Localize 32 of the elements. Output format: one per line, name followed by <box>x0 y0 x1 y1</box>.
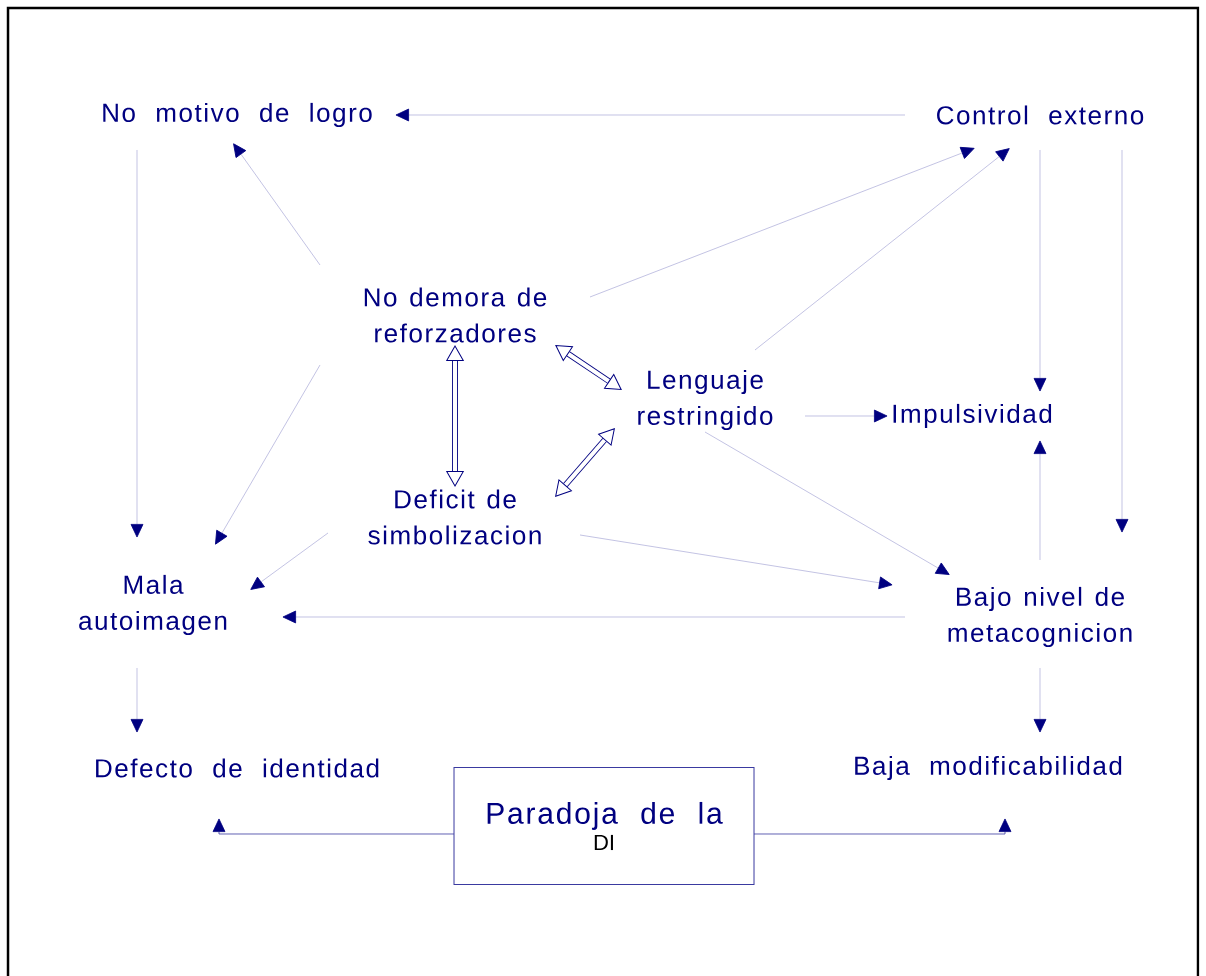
arrow <box>130 667 144 733</box>
arrow <box>1033 667 1047 733</box>
concept-label: No motivo de logro <box>103 102 372 128</box>
arrow <box>555 345 622 390</box>
arrow <box>555 428 615 497</box>
arrow <box>130 149 144 538</box>
arrow <box>754 148 1010 351</box>
arrow <box>1033 440 1047 561</box>
arrow <box>753 818 1012 835</box>
arrow <box>589 146 975 298</box>
arrow <box>233 143 321 266</box>
arrow <box>1115 149 1129 533</box>
arrow <box>215 364 321 545</box>
concept-label: Impulsividad <box>893 403 1052 429</box>
concept-label: Defecto de identidad <box>96 758 379 778</box>
concept-label: Deficit de simbolizacion <box>368 489 541 545</box>
arrow <box>704 431 950 575</box>
arrow <box>250 532 329 590</box>
arrow <box>446 345 464 487</box>
concept-label: Baja modificabilidad <box>855 755 1122 781</box>
concept-label: Lenguaje restringido <box>638 369 773 431</box>
concept-label: Mala autoimagen <box>79 574 227 636</box>
title-box: Paradoja de la DI <box>453 767 755 885</box>
arrow <box>804 409 888 423</box>
arrow <box>579 534 893 590</box>
arrow <box>282 610 906 624</box>
concept-label: Bajo nivel de metacognicion <box>948 586 1132 648</box>
arrow <box>212 818 455 835</box>
concept-label: No demora de reforzadores <box>364 287 547 343</box>
arrow <box>395 108 906 122</box>
concept-label: Control externo <box>937 105 1144 125</box>
arrow <box>1033 149 1047 392</box>
